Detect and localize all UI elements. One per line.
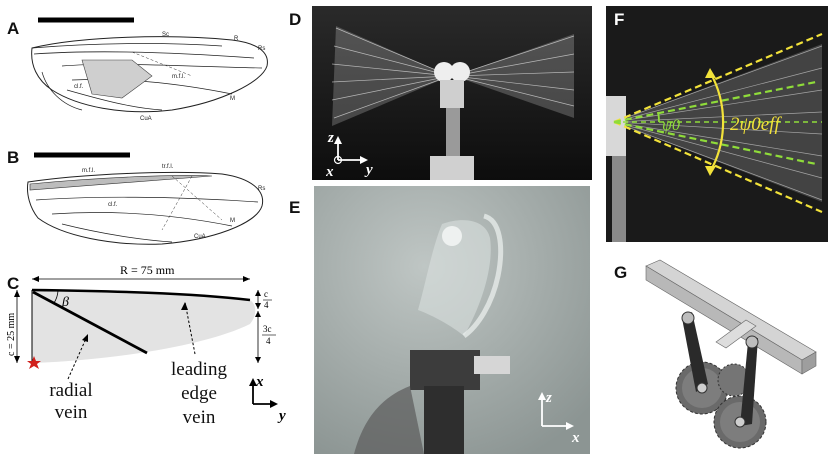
vein-label-r: R	[234, 36, 239, 42]
panel-label-f: F	[614, 10, 625, 29]
axis-y-c: y	[277, 408, 286, 424]
axis-z-d: z	[327, 130, 334, 146]
vein-label-sc: Sc	[162, 32, 169, 38]
span-label: R = 75 mm	[120, 263, 175, 277]
psi0eff-label: 2ψ0eff	[730, 114, 783, 135]
radial-vein-line-2: vein	[54, 402, 88, 423]
chord-label: c = 25 mm	[6, 313, 17, 356]
vein-label-rs-b: Rs	[258, 186, 265, 192]
axis-x-c: x	[255, 374, 264, 390]
vein-label-mfl: m.f.l.	[172, 74, 185, 80]
vein-label-cua: CuA	[140, 116, 152, 122]
panel-label-c: C	[7, 274, 20, 293]
vein-label-trfl: tr.f.l.	[162, 164, 174, 170]
leading-edge-line-3: vein	[182, 407, 216, 428]
axis-x-d: x	[326, 164, 334, 178]
photo-d-fan-wing: z x y	[312, 6, 592, 180]
photo-e-drawing	[314, 186, 590, 454]
photo-d-drawing	[312, 6, 592, 180]
leading-edge-line-1: leading	[171, 359, 227, 380]
panel-b-wing-sketch: m.f.l. tr.f.l. Rs cl.f. M CuA	[27, 152, 265, 245]
vein-label-m: M	[230, 96, 235, 102]
vein-label-cua-b: CuA	[194, 234, 206, 240]
panel-label-a: A	[7, 19, 20, 38]
panel-c-wing-schematic: R = 75 mm β c = 25 mm c 4 3c 4 x y	[6, 263, 286, 424]
quarter-num: c	[264, 289, 268, 299]
axes-e: z x	[538, 390, 580, 442]
vein-label-clf-b: cl.f.	[108, 202, 118, 208]
photo-f-fan-angle: ψ0 2ψ0eff	[606, 6, 828, 242]
three-quarter-den: 4	[266, 336, 271, 346]
axis-z-e: z	[545, 390, 552, 406]
leading-edge-vein-label: leading edge vein	[156, 358, 242, 430]
vein-label-rs: Rs	[258, 46, 265, 52]
panel-label-e: E	[289, 198, 301, 217]
angle-beta: β	[61, 295, 69, 310]
quarter-den: 4	[264, 300, 269, 310]
radial-vein-line-1: radial	[49, 380, 93, 401]
axis-y-d: y	[364, 162, 373, 178]
axes-d: z x y	[326, 130, 373, 178]
panel-label-b: B	[7, 148, 20, 167]
panel-g-gear-mechanism	[645, 259, 817, 449]
three-quarter-num: 3c	[263, 324, 272, 334]
panel-a-wing-sketch: Sc R Rs m.f.l. cl.f. M CuA	[31, 17, 268, 122]
panel-label-d: D	[289, 10, 302, 29]
vein-label-clf: cl.f.	[74, 84, 84, 90]
radial-vein-label: radial vein	[36, 380, 106, 424]
photo-e-flapping-wing: z x	[314, 186, 590, 454]
psi0-label: ψ0	[662, 117, 680, 134]
vein-label-m-b: M	[230, 218, 235, 224]
leading-edge-line-2: edge	[181, 383, 217, 404]
axis-x-e: x	[571, 430, 580, 442]
photo-f-drawing: ψ0 2ψ0eff	[606, 6, 828, 242]
panel-label-g: G	[614, 263, 628, 282]
vein-label-mfl-b: m.f.l.	[82, 168, 95, 174]
